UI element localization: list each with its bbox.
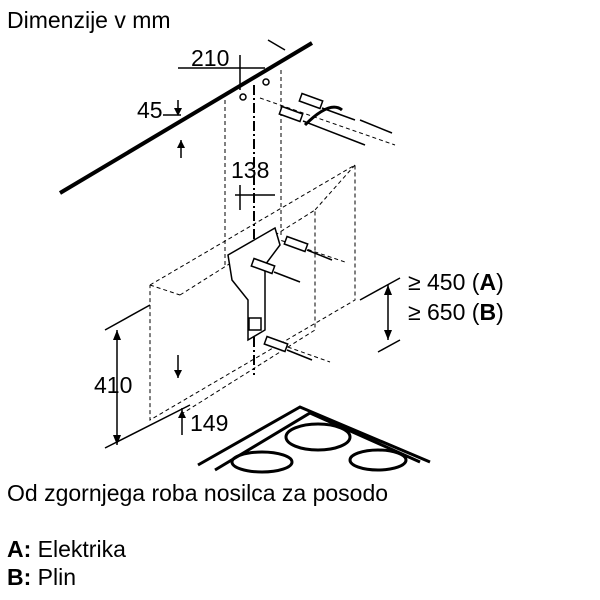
dim-210-label: 210: [191, 45, 229, 71]
dim-45-label: 45: [137, 97, 163, 123]
page-title: Dimenzije v mm: [7, 7, 171, 33]
hob: [197, 405, 431, 474]
anchor-mid-1: [283, 235, 333, 261]
dimension-arrows: [113, 108, 392, 445]
min-height-electric: ≥ 450 (A): [408, 269, 504, 295]
dim-410-label: 410: [94, 372, 132, 398]
mounting-bracket: [227, 226, 281, 342]
legend-label: Elektrika: [37, 536, 126, 562]
min-height-gas: ≥ 650 (B): [408, 299, 504, 325]
pipe-clip: [303, 105, 343, 127]
caption: Od zgornjega roba nosilca za posodo: [7, 480, 389, 506]
anchor-top-2: [278, 105, 366, 146]
legend-key: A:: [7, 536, 32, 562]
legend-key: B:: [7, 564, 32, 590]
ceiling-line: [58, 41, 314, 195]
legend-item-a: A: Elektrika: [7, 535, 126, 563]
anchor-low-1: [263, 335, 313, 361]
dim-138-label: 138: [231, 157, 269, 183]
anchor-top-1: [298, 92, 356, 121]
wall-anchors: [239, 78, 393, 361]
legend-item-b: B: Plin: [7, 563, 76, 591]
dim-149-label: 149: [190, 410, 228, 436]
anchor-top-3: [359, 119, 393, 134]
legend-label: Plin: [37, 564, 77, 590]
anchor-mid-2: [250, 257, 301, 283]
